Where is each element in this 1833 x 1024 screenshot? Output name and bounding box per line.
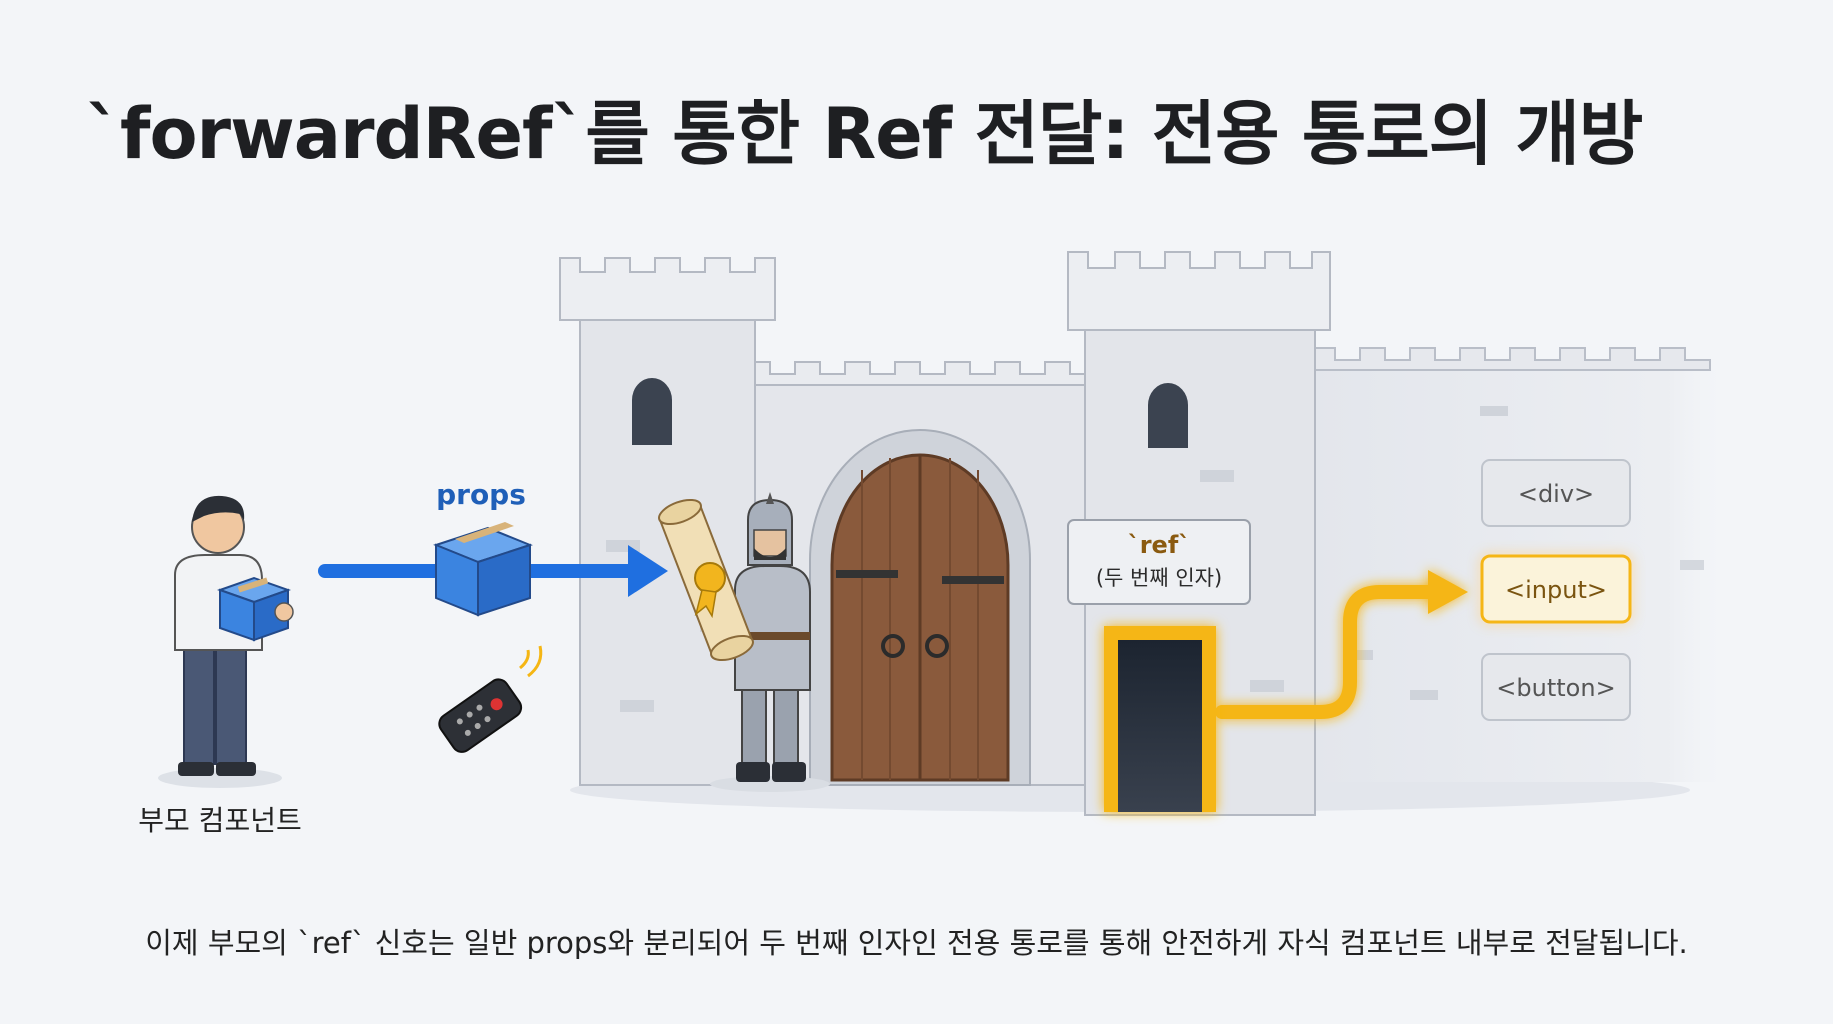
knight-guard [658,492,830,792]
remote-control-icon [438,678,523,753]
ref-sign: `ref` (두 번째 인자) [1067,519,1251,605]
caption: 이제 부모의 `ref` 신호는 일반 props와 분리되어 두 번째 인자인… [145,926,1688,960]
svg-text:<button>: <button> [1496,674,1615,702]
element-input: <input> [1480,554,1632,624]
element-button: <button> [1481,653,1631,721]
element-div: <div> [1481,459,1631,527]
page-title: `forwardRef`를 통한 Ref 전달: 전용 통로의 개방 [86,93,1643,175]
signal-waves-icon [519,649,530,670]
ref-doorway [1104,626,1216,812]
parent-label: 부모 컴포넌트 [138,804,301,837]
scroll-icon [658,498,754,662]
props-label: props [436,478,526,511]
svg-text:<div>: <div> [1518,480,1594,508]
ref-sign-detail: (두 번째 인자) [1096,566,1222,590]
parent-person [158,495,294,788]
props-box-icon [433,522,533,617]
ref-sign-name: `ref` [1128,531,1191,559]
svg-text:<input>: <input> [1505,576,1607,604]
